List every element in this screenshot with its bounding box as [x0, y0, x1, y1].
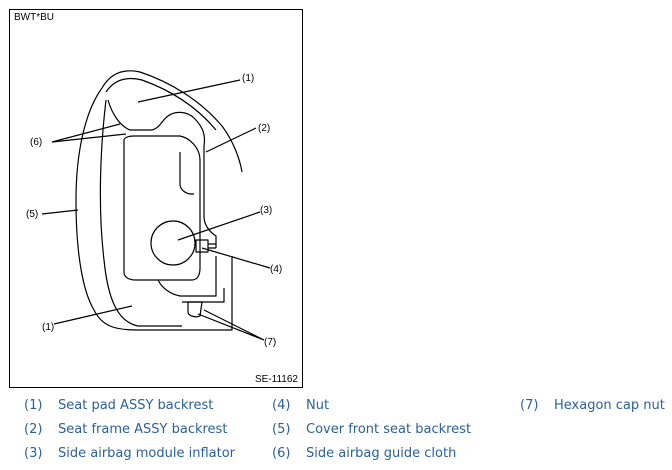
inflator-circle	[150, 220, 196, 266]
seat-frame-outline	[203, 146, 217, 248]
guide-cloth-edge	[107, 99, 206, 147]
legend-item: (3)Side airbag module inflator	[24, 446, 236, 461]
leader-1a	[137, 79, 241, 103]
figure-code: BWT*BU	[14, 12, 54, 23]
leader-5	[41, 209, 79, 215]
leader-1b	[53, 305, 133, 325]
leader-6a	[51, 123, 121, 143]
callout-6: (6)	[30, 137, 42, 148]
leader-2	[205, 127, 257, 153]
callout-1b: (1)	[42, 322, 54, 333]
legend-item: (5)Cover front seat backrest	[272, 422, 472, 437]
diagram-figure: BWT*BU SE-11162	[9, 9, 303, 388]
nut-stud	[208, 243, 216, 249]
leader-7b	[203, 309, 265, 341]
seat-frame-inner	[123, 135, 201, 281]
legend-item: (2)Seat frame ASSY backrest	[24, 422, 228, 437]
figure-reference: SE-11162	[255, 374, 298, 385]
legend-item: (4)Nut	[272, 398, 330, 413]
seat-frame-lower	[157, 256, 217, 297]
leader-6b	[51, 133, 127, 143]
seat-backrest-drawing: (1) (2) (6) (5) (3) (4) (1) (7)	[26, 70, 282, 348]
seat-pad-outline	[99, 99, 182, 327]
nut-shape	[195, 239, 209, 253]
callout-4: (4)	[270, 264, 282, 275]
callout-1a: (1)	[242, 73, 254, 84]
seat-frame-bend	[179, 152, 194, 195]
leader-3	[177, 211, 261, 241]
leader-7a	[197, 313, 265, 341]
seat-frame-bottom	[182, 288, 225, 303]
seat-top-outline	[101, 70, 243, 173]
callout-7: (7)	[264, 337, 276, 348]
callout-3: (3)	[260, 205, 272, 216]
legend-item: (6)Side airbag guide cloth	[272, 446, 457, 461]
callout-5: (5)	[26, 209, 38, 220]
seat-top-inner-outline	[105, 77, 217, 131]
legend-item: (7)Hexagon cap nut	[520, 398, 665, 413]
cap-nut-shape	[187, 301, 203, 318]
seat-cover-outline	[75, 87, 233, 331]
callout-2: (2)	[258, 123, 270, 134]
legend-item: (1)Seat pad ASSY backrest	[24, 398, 214, 413]
leader-4	[201, 247, 271, 269]
